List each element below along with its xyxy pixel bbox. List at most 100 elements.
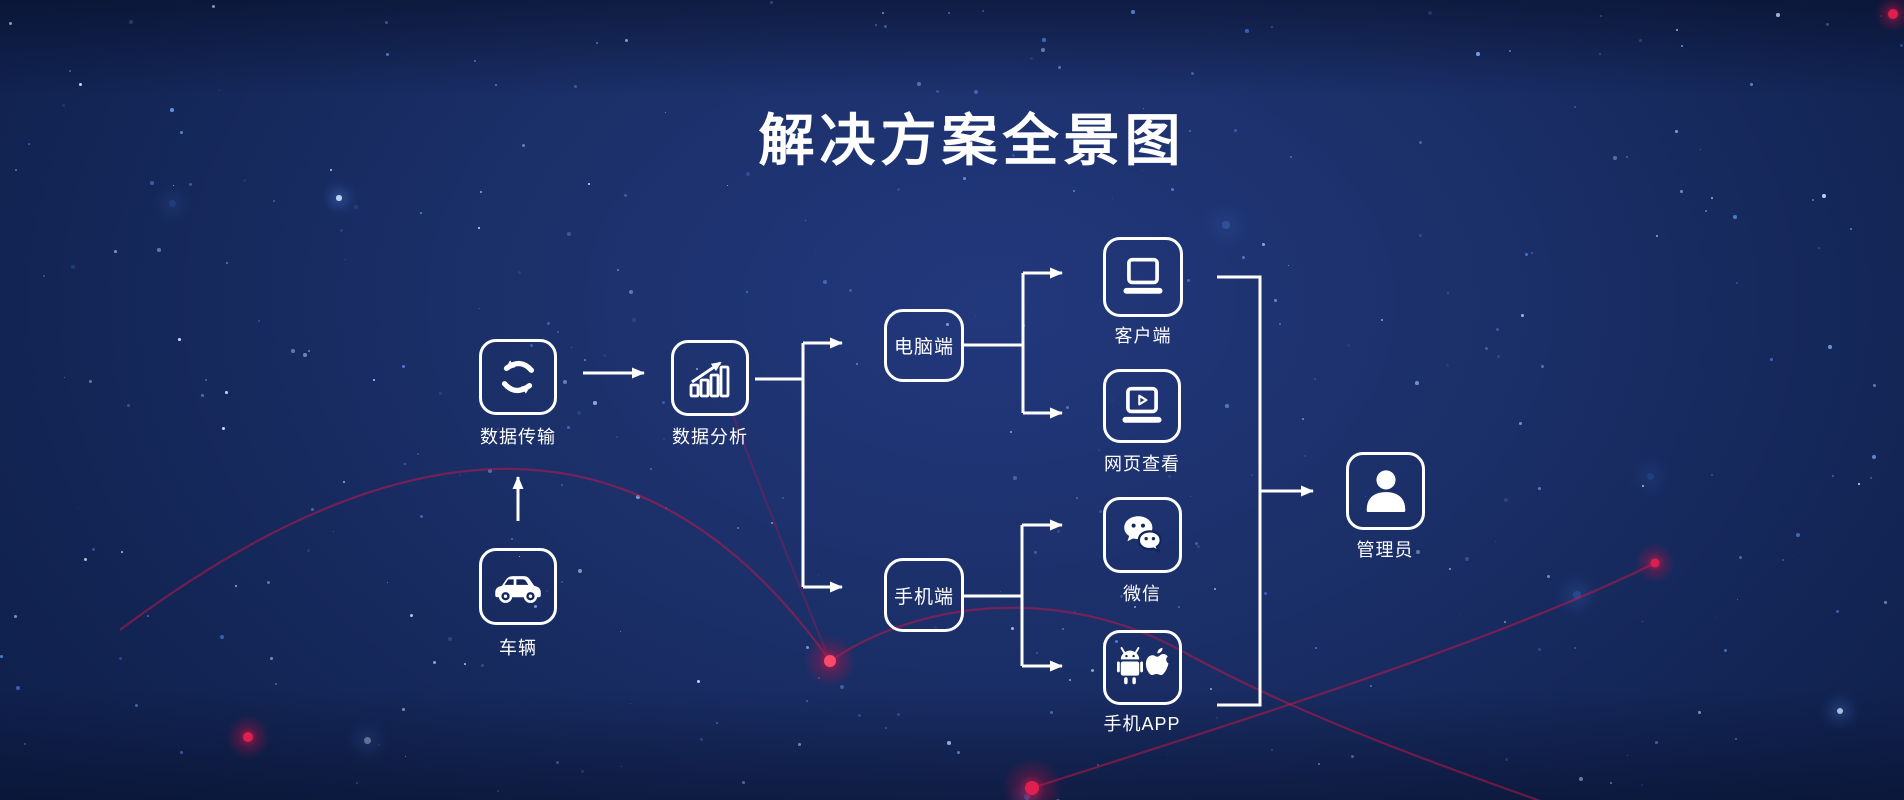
star-dot: [1599, 53, 1602, 56]
star-dot: [311, 508, 314, 511]
star-dot: [1302, 418, 1304, 420]
star-dot: [806, 700, 808, 702]
star-dot: [364, 737, 372, 745]
star-dot: [563, 380, 567, 384]
star-dot: [1505, 758, 1509, 762]
star-dot: [1496, 328, 1499, 331]
star-dot: [226, 262, 228, 264]
star-dot: [121, 551, 123, 553]
star-dot: [1167, 754, 1169, 756]
star-dot: [620, 631, 622, 633]
star-dot: [700, 738, 704, 742]
star-dot: [1796, 533, 1800, 537]
star-dot: [480, 191, 483, 194]
star-dot: [1011, 627, 1015, 631]
star-dot: [1347, 344, 1351, 348]
star-dot: [1681, 45, 1683, 47]
star-dot: [1058, 66, 1062, 70]
star-dot: [495, 84, 498, 87]
star-dot: [84, 558, 88, 562]
star-dot: [727, 185, 729, 187]
star-dot: [1262, 243, 1266, 247]
mobile-side-box: 手机端: [884, 558, 964, 632]
star-dot: [9, 22, 13, 26]
star-dot: [584, 359, 586, 361]
pc-side-label: 电脑端: [893, 337, 954, 358]
star-dot: [479, 308, 481, 310]
star-dot: [1655, 741, 1658, 744]
star-dot: [402, 365, 406, 369]
star-dot: [1504, 621, 1506, 623]
star-dot: [936, 90, 939, 93]
star-dot: [378, 744, 380, 746]
star-dot: [770, 1, 773, 4]
star-dot: [373, 379, 375, 381]
star-dot: [632, 318, 636, 322]
star-dot: [1042, 38, 1046, 42]
star-dot: [746, 291, 748, 293]
star-dot: [1610, 782, 1613, 785]
sync-icon: [501, 360, 535, 394]
star-dot: [0, 655, 3, 658]
star-dot: [1288, 265, 1290, 267]
star-dot: [1097, 764, 1099, 766]
star-dot: [410, 614, 413, 617]
star-dot: [1818, 247, 1820, 249]
star-dot: [1066, 406, 1070, 410]
star-dot: [157, 248, 161, 252]
star-dot: [1737, 599, 1739, 601]
star-dot: [1735, 738, 1737, 740]
star-dot: [1428, 11, 1432, 15]
star-dot: [806, 646, 810, 650]
pc-side-box: 电脑端: [884, 309, 964, 382]
connector-mobile-branch: [963, 525, 1024, 666]
star-dot: [1627, 755, 1629, 757]
star-dot: [771, 522, 773, 524]
star-dot: [1279, 323, 1281, 325]
star-dot: [650, 468, 652, 470]
star-dot: [385, 21, 388, 24]
star-dot: [884, 25, 887, 28]
star-dot: [621, 766, 623, 768]
star-dot: [459, 474, 462, 477]
star-dot: [1318, 763, 1320, 765]
star-dot: [1822, 194, 1826, 198]
star-dot: [1274, 299, 1277, 302]
web-view-box: [1103, 369, 1181, 443]
star-dot: [340, 229, 344, 233]
star-dot: [270, 657, 273, 660]
star-dot: [225, 391, 228, 394]
star-dot: [219, 90, 221, 92]
connector-analysis-branch: [755, 343, 805, 587]
star-dot: [1828, 345, 1832, 349]
star-dot: [1793, 555, 1795, 557]
star-dot: [1460, 614, 1462, 616]
star-dot: [1314, 378, 1317, 381]
star-dot: [1057, 530, 1061, 534]
client-box: [1103, 237, 1183, 317]
star-dot: [578, 569, 582, 573]
star-dot: [129, 20, 133, 24]
car-icon: [495, 575, 541, 603]
star-dot: [1872, 455, 1876, 459]
star-dot: [1858, 483, 1860, 485]
star-dot: [417, 453, 420, 456]
star-dot: [1190, 496, 1192, 498]
star-dot: [818, 677, 821, 680]
star-dot: [782, 497, 784, 499]
star-dot: [1245, 29, 1249, 33]
star-dot: [603, 354, 607, 358]
star-dot: [636, 495, 640, 499]
star-dot: [823, 280, 827, 284]
star-dot: [336, 195, 342, 201]
star-dot: [624, 194, 627, 197]
star-dot: [629, 290, 633, 294]
star-dot: [1325, 122, 1327, 124]
star-dot: [1711, 474, 1714, 477]
star-dot: [1191, 72, 1195, 76]
star-dot: [169, 200, 176, 207]
data-analysis-label: 数据分析: [672, 427, 748, 447]
bar-chart-growth-icon: [689, 361, 730, 398]
star-dot: [818, 575, 820, 577]
star-dot: [273, 200, 275, 202]
